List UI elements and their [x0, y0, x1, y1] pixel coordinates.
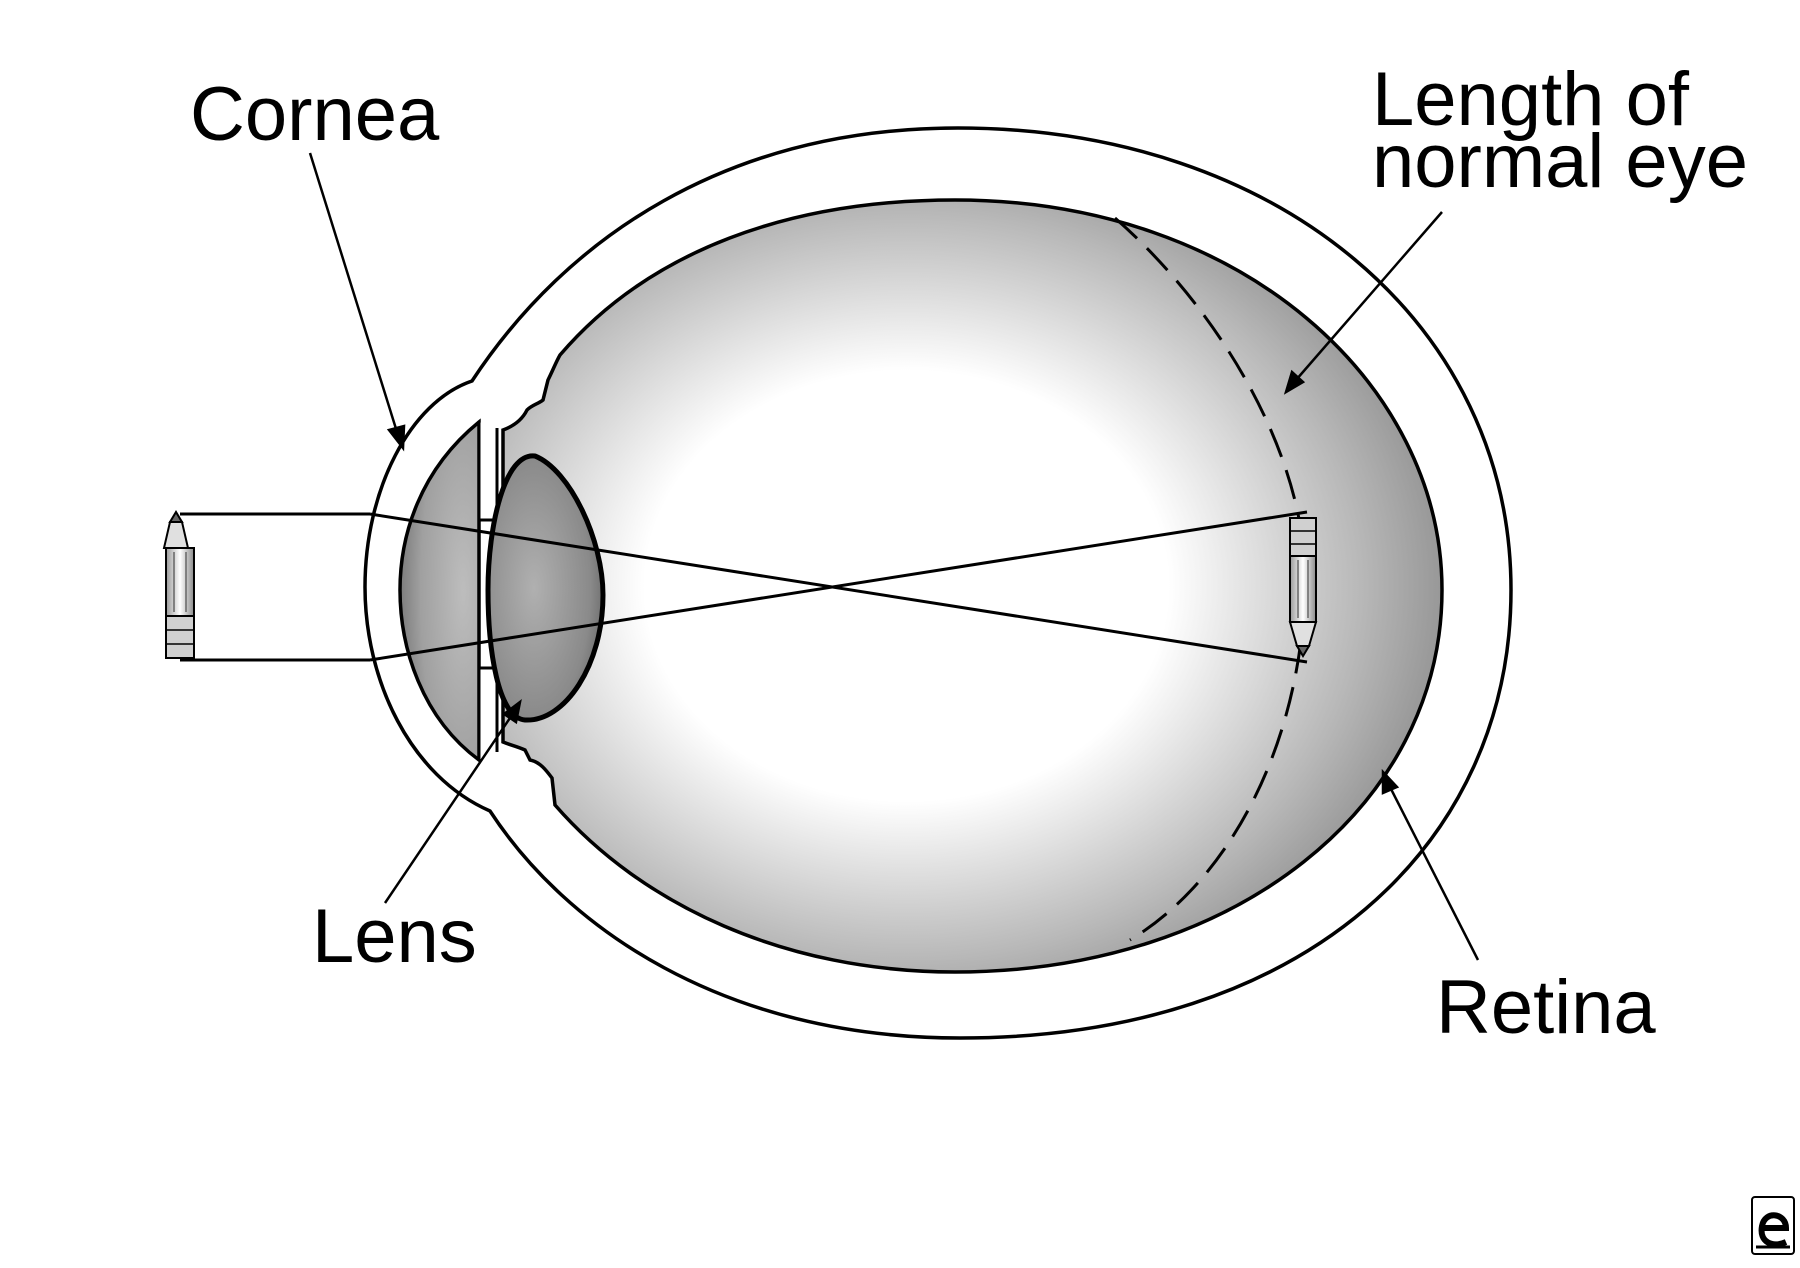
normal-eye-length-label: Length of normal eye: [1372, 57, 1748, 204]
iris-lower: [477, 666, 499, 760]
inverted-pencil-icon: [1288, 517, 1318, 658]
retina-label: Retina: [1436, 965, 1656, 1050]
cornea-label: Cornea: [190, 72, 440, 157]
light-rays: [180, 510, 1308, 664]
normal-eye-length-label-line1: Length of: [1372, 57, 1689, 142]
iris-upper: [477, 422, 499, 522]
normal-eye-length-dashed: [1114, 216, 1307, 942]
e-logo-icon: [1751, 1196, 1795, 1255]
lens-label: Lens: [312, 894, 477, 979]
leader-lines: [308, 152, 1480, 961]
lens: [485, 453, 606, 723]
pencil-icon: [162, 510, 195, 659]
cornea: [398, 418, 481, 764]
vitreous-body: [501, 198, 1444, 974]
normal-eye-length-label-line2: normal eye: [1372, 119, 1748, 204]
